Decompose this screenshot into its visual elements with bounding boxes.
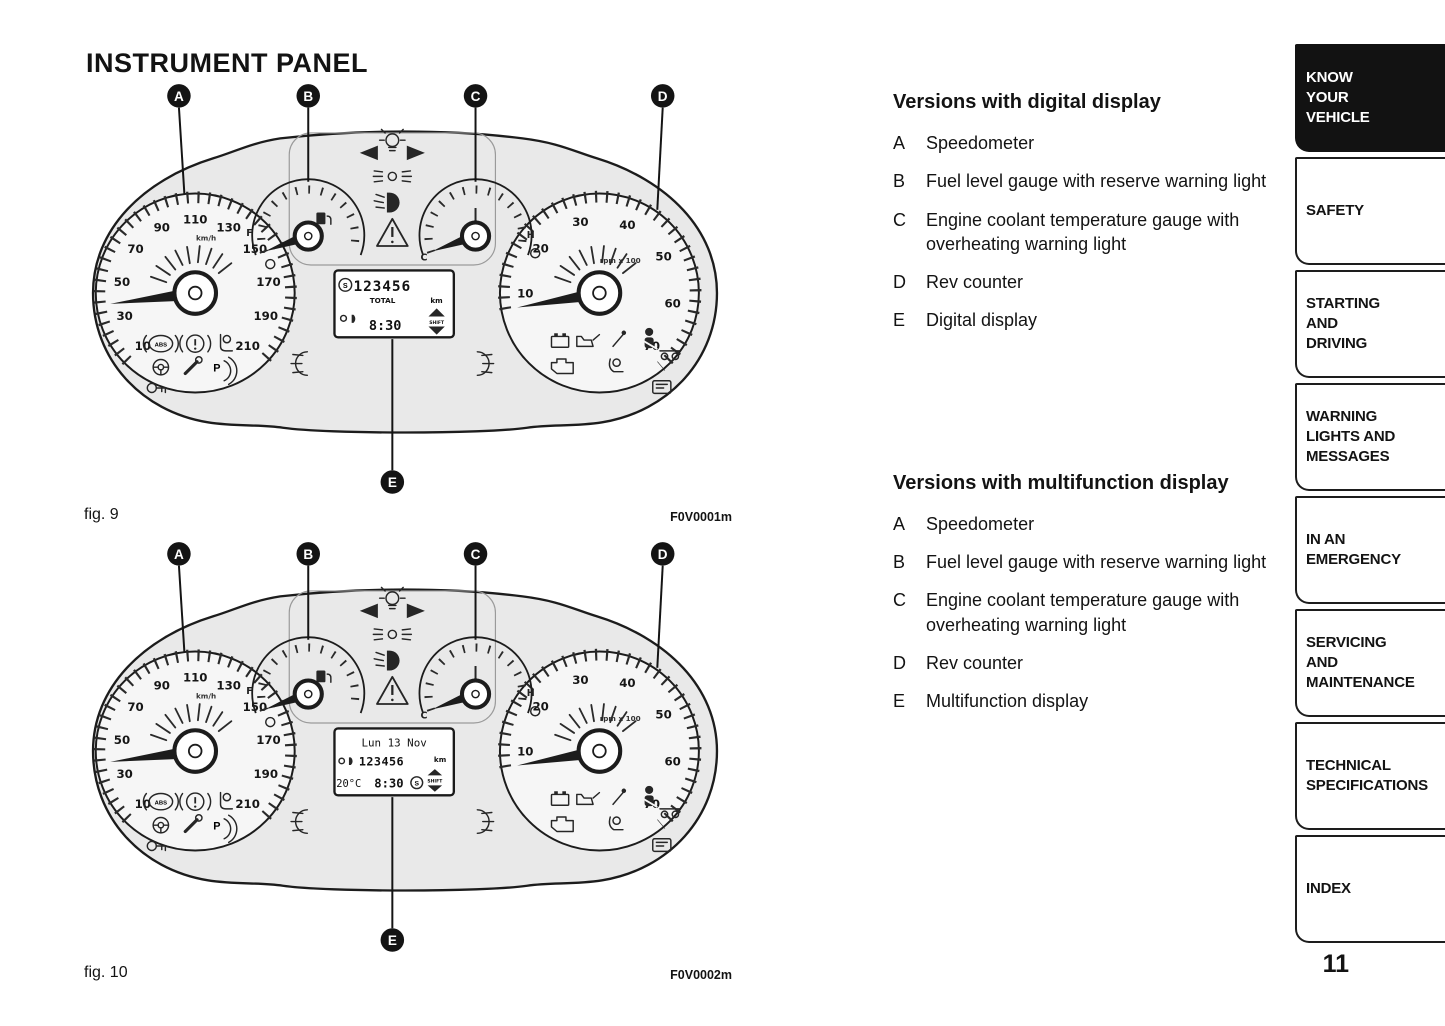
- temperature-value: 20°C: [336, 778, 361, 790]
- section-multifunction-display: Versions with multifunction display A Sp…: [893, 471, 1295, 714]
- legend-item: C Engine coolant temperature gauge with …: [893, 588, 1287, 637]
- gear-indicator: S: [414, 780, 419, 787]
- legend-item: C Engine coolant temperature gauge with …: [893, 208, 1287, 257]
- text-column: Versions with digital display A Speedome…: [893, 90, 1295, 728]
- legend-text: Digital display: [926, 310, 1038, 331]
- odometer-unit: km: [430, 296, 442, 305]
- clock-value: 8:30: [374, 777, 403, 791]
- tab-safety[interactable]: SAFETY: [1295, 157, 1445, 265]
- legend-key: C: [893, 209, 906, 230]
- figure-caption: fig. 10: [84, 964, 128, 981]
- figures-column: S 123456 TOTAL km 8:30 SHIFT fig. 9 F0V0…: [70, 76, 740, 992]
- odometer-value: 123456: [359, 754, 404, 768]
- legend-text: Speedometer: [926, 133, 1035, 153]
- section-digital-display: Versions with digital display A Speedome…: [893, 90, 1295, 333]
- tab-servicing-and-maintenance[interactable]: SERVICING AND MAINTENANCE: [1295, 609, 1445, 717]
- legend-text: Multifunction display: [926, 691, 1089, 712]
- legend-key: B: [893, 552, 906, 573]
- mini-beam-icon: [351, 314, 356, 323]
- odometer-value: 123456: [353, 279, 411, 295]
- shift-indicator: SHIFT: [428, 308, 445, 335]
- chapter-tabs: KNOW YOUR VEHICLE SAFETY STARTING AND DR…: [1295, 44, 1445, 948]
- mini-lights-icon: [339, 314, 348, 322]
- page-title: INSTRUMENT PANEL: [86, 48, 368, 79]
- figure-caption: fig. 9: [84, 506, 119, 523]
- legend-text: Fuel level gauge with reserve warning li…: [926, 552, 1267, 573]
- tab-starting-and-driving[interactable]: STARTING AND DRIVING: [1295, 270, 1445, 378]
- figure-9: S 123456 TOTAL km 8:30 SHIFT fig. 9 F0V0…: [70, 76, 740, 524]
- odometer-unit: km: [434, 755, 446, 764]
- legend-key: A: [893, 513, 906, 534]
- shift-indicator: SHIFT: [427, 769, 443, 792]
- multifunction-display-content: Lun 13 Nov 123456 km 20°C 8:30 S SHIFT: [336, 737, 446, 792]
- legend-text: Engine coolant temperature gauge with ov…: [926, 209, 1240, 254]
- legend-text: Speedometer: [926, 513, 1035, 534]
- legend-item: E Multifunction display: [893, 689, 1287, 713]
- legend-key: A: [893, 133, 906, 153]
- legend-key: C: [893, 590, 906, 611]
- legend-item: B Fuel level gauge with reserve warning …: [893, 169, 1287, 193]
- section-heading: Versions with multifunction display: [893, 471, 1229, 494]
- legend-item: E Digital display: [893, 308, 1287, 332]
- legend-item: D Rev counter: [893, 270, 1287, 294]
- svg-text:SHIFT: SHIFT: [427, 779, 443, 785]
- clock-value: 8:30: [369, 318, 402, 334]
- odometer-label: TOTAL: [370, 296, 396, 305]
- date-value: Lun 13 Nov: [362, 737, 427, 750]
- mini-lights-icon: [338, 757, 346, 765]
- section-heading: Versions with digital display: [893, 91, 1161, 113]
- gear-indicator-icon: [410, 776, 424, 790]
- mini-beam-icon: [348, 757, 353, 766]
- tab-warning-lights-and-messages[interactable]: WARNING LIGHTS AND MESSAGES: [1295, 383, 1445, 491]
- legend-item: A Speedometer: [893, 512, 1287, 536]
- legend-key: E: [893, 310, 906, 331]
- cluster-digital-display: S 123456 TOTAL km 8:30 SHIFT: [70, 76, 740, 501]
- legend-key: D: [893, 652, 906, 673]
- legend-text: Rev counter: [926, 652, 1024, 673]
- legend-item: A Speedometer: [893, 131, 1287, 155]
- legend-key: D: [893, 272, 906, 293]
- legend-item: B Fuel level gauge with reserve warning …: [893, 550, 1287, 574]
- cluster-multifunction-display: Lun 13 Nov 123456 km 20°C 8:30 S SHIFT: [70, 534, 740, 959]
- gear-indicator: S: [343, 281, 348, 290]
- gear-indicator-icon: [338, 277, 353, 292]
- legend-text: Fuel level gauge with reserve warning li…: [926, 171, 1267, 192]
- tab-index[interactable]: INDEX: [1295, 835, 1445, 943]
- tab-technical-specifications[interactable]: TECHNICAL SPECIFICATIONS: [1295, 722, 1445, 830]
- legend-text: Rev counter: [926, 272, 1024, 293]
- tab-know-your-vehicle[interactable]: KNOW YOUR VEHICLE: [1295, 44, 1445, 152]
- figure-10: Lun 13 Nov 123456 km 20°C 8:30 S SHIFT f…: [70, 534, 740, 982]
- figure-code: F0V0002m: [670, 968, 732, 982]
- svg-text:SHIFT: SHIFT: [429, 320, 445, 326]
- tab-in-an-emergency[interactable]: IN AN EMERGENCY: [1295, 496, 1445, 604]
- legend-key: B: [893, 171, 906, 192]
- page-number: 11: [1322, 950, 1349, 978]
- legend-text: Engine coolant temperature gauge with ov…: [926, 590, 1240, 635]
- figure-code: F0V0001m: [670, 510, 732, 524]
- legend-key: E: [893, 691, 906, 712]
- legend-item: D Rev counter: [893, 651, 1287, 675]
- digital-display-content: S 123456 TOTAL km 8:30 SHIFT: [338, 277, 445, 335]
